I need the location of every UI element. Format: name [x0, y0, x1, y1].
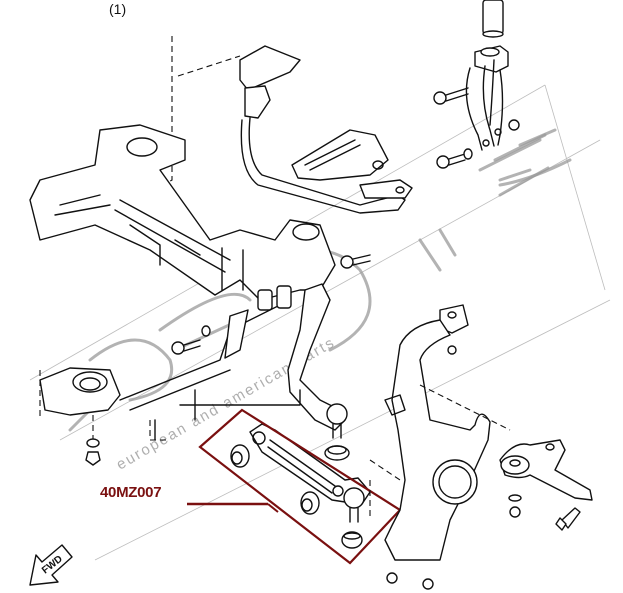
- steering-knuckle: [369, 304, 511, 590]
- stabilizer-bar: [177, 45, 413, 214]
- bolt-upper: [433, 87, 469, 105]
- bolt-upper-arm: [340, 254, 371, 269]
- ball-joint-bracket: [499, 439, 593, 531]
- part-number-label: 40MZ007: [100, 484, 162, 501]
- highlight-box: [198, 408, 402, 565]
- view-label: (1): [107, 1, 129, 17]
- subframe: [29, 36, 336, 301]
- watermark-letter-e2: [498, 128, 557, 197]
- leader-line-diag: [267, 503, 279, 513]
- bolt-lower-strut: [436, 119, 520, 169]
- bolt-subframe: [171, 309, 249, 359]
- upper-control-arm: [154, 283, 350, 461]
- fwd-arrow: FWD: [29, 544, 73, 586]
- watermark-letter-l: [418, 228, 457, 272]
- watermark-letter-i: [478, 138, 542, 182]
- strut-assembly: [465, 0, 509, 151]
- rear-mount: [39, 299, 291, 466]
